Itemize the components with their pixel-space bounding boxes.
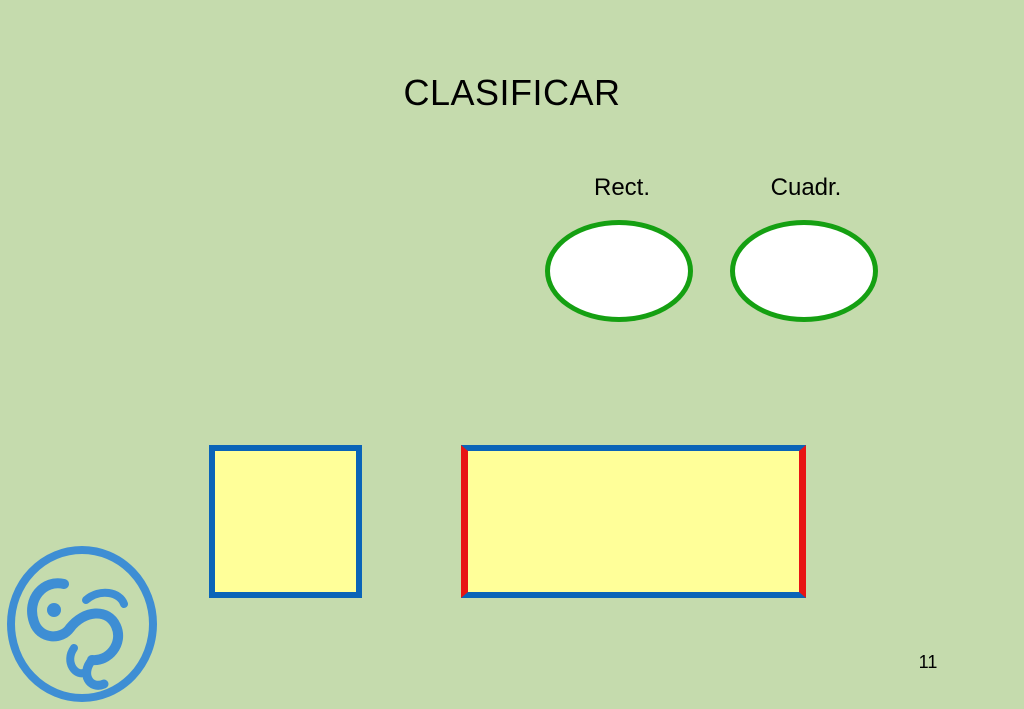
drop-target-cuadr[interactable]	[730, 220, 878, 322]
page-number: 11	[918, 652, 938, 672]
rectangle-shape[interactable]	[461, 445, 806, 598]
category-label-cuadr: Cuadr.	[770, 174, 842, 201]
swirl-logo-icon	[7, 546, 157, 702]
slide-title: CLASIFICAR	[403, 72, 621, 113]
category-label-rect: Rect.	[593, 174, 650, 201]
drop-target-rect[interactable]	[545, 220, 693, 322]
square-shape[interactable]	[209, 445, 362, 598]
